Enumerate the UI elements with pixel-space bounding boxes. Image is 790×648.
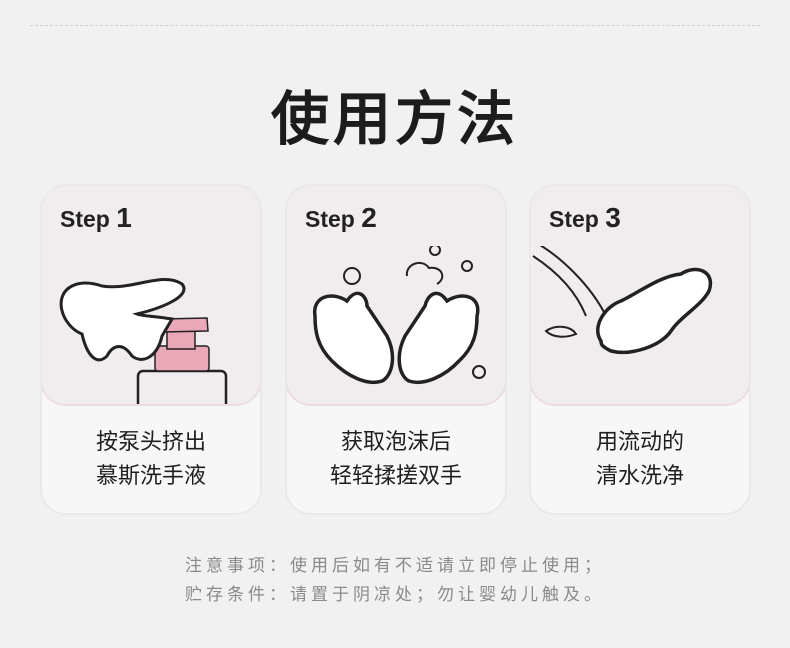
step-description: 获取泡沫后轻轻揉搓双手 xyxy=(329,430,462,489)
lathering-hands-icon xyxy=(313,246,486,384)
usage-notes: 注意事项：使用后如有不适请立即停止使用； 贮存条件：请置于阴凉处；勿让婴幼儿触及… xyxy=(0,552,790,610)
step-description: 用流动的清水洗净 xyxy=(595,430,684,489)
step-illustration-area: Step 1 xyxy=(42,186,260,406)
step-label: Step 3 xyxy=(549,202,621,233)
step-label: Step 2 xyxy=(305,202,377,233)
step-card-2: Step 2 获取泡沫后轻轻揉搓双手 xyxy=(285,184,507,515)
dashed-divider xyxy=(30,25,760,26)
step-description: 按泵头挤出慕斯洗手液 xyxy=(95,430,206,489)
step-label: Step 1 xyxy=(60,202,132,233)
page-title: 使用方法 xyxy=(270,85,519,153)
pump-hand-icon xyxy=(59,278,228,404)
storage-note: 贮存条件：请置于阴凉处；勿让婴幼儿触及。 xyxy=(185,585,605,605)
step-illustration-area: Step 3 xyxy=(531,186,749,406)
step-card-3: Step 3 用流动的清水洗净 xyxy=(529,184,751,515)
rinsing-hand-icon xyxy=(532,246,713,354)
caution-note: 注意事项：使用后如有不适请立即停止使用； xyxy=(185,556,605,576)
step-card-1: Step 1 按泵头挤出慕斯洗手液 xyxy=(40,184,262,515)
step-illustration-area: Step 2 xyxy=(287,186,505,406)
